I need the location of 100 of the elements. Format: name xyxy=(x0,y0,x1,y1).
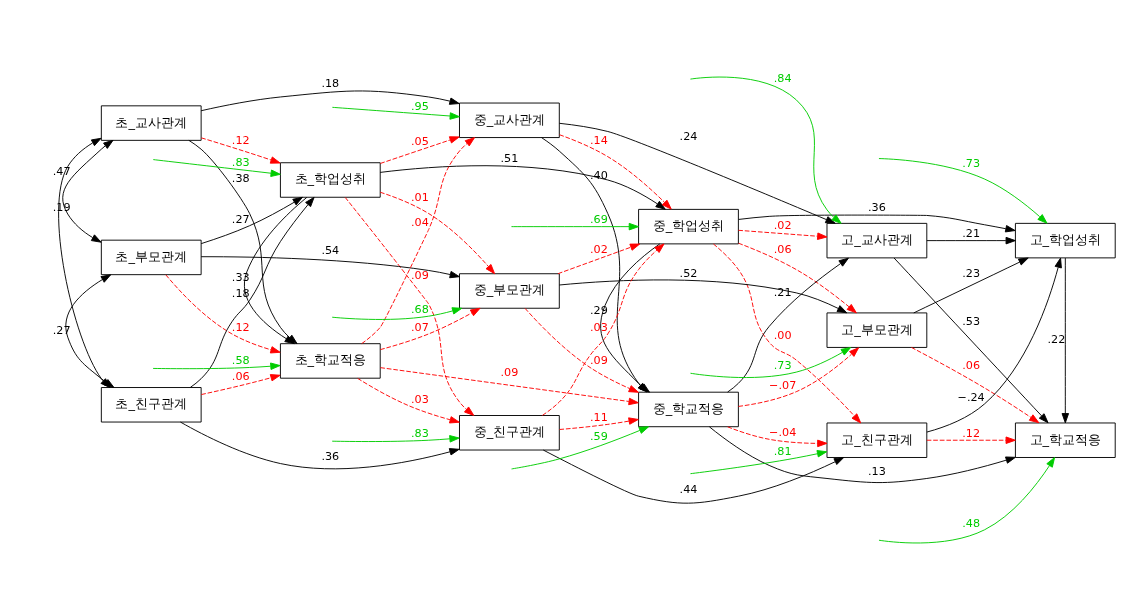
edge-label: −.24 xyxy=(957,390,985,404)
edge-label: .24 xyxy=(679,129,698,143)
edge-label: .09 xyxy=(500,365,519,378)
arrow xyxy=(541,242,665,416)
arrow xyxy=(379,164,666,210)
arrow xyxy=(913,257,1029,313)
arrow xyxy=(357,377,460,423)
edge-label: .29 xyxy=(590,303,608,317)
arrow xyxy=(1061,257,1070,423)
edge-label: .09 xyxy=(410,267,429,281)
edge-label: .69 xyxy=(590,212,608,226)
arrow xyxy=(58,137,111,388)
edge-label: .84 xyxy=(773,71,792,85)
edge-label: .27 xyxy=(52,323,71,337)
arrow xyxy=(712,243,862,423)
arrow xyxy=(878,456,1056,543)
arrow xyxy=(738,242,857,313)
node-box: 고_학교적응 xyxy=(1014,422,1116,458)
edge-label: .14 xyxy=(590,133,608,147)
edge-label: .44 xyxy=(679,482,698,496)
node-box: 중_부모관계 xyxy=(459,272,560,309)
node-box: 초_교사관계 xyxy=(100,104,202,141)
edge-label: .40 xyxy=(590,168,608,182)
node-box: 고_친구관계 xyxy=(826,422,928,458)
edge-label: .68 xyxy=(410,302,429,316)
arrow xyxy=(689,76,842,224)
edge-label: .83 xyxy=(231,155,250,169)
arrow xyxy=(379,307,481,350)
edge-label: .18 xyxy=(231,286,250,300)
edge-label: .23 xyxy=(962,266,980,280)
edge-label: .18 xyxy=(321,76,340,90)
edge-label: .95 xyxy=(410,99,429,113)
edge-label: .52 xyxy=(679,266,698,280)
arrow xyxy=(727,425,828,447)
edge-label: .53 xyxy=(962,314,980,328)
edge-label: .02 xyxy=(590,242,608,256)
arrow xyxy=(926,257,1062,433)
edge-label: .27 xyxy=(231,212,250,226)
arrow xyxy=(200,373,281,395)
edge-label: .21 xyxy=(962,226,980,240)
arrow xyxy=(200,136,281,164)
arrow xyxy=(180,421,460,469)
edge-label: .06 xyxy=(962,358,980,372)
arrow xyxy=(331,306,463,320)
edge-label: .05 xyxy=(410,134,429,148)
edge-label: .33 xyxy=(231,270,250,284)
arrow xyxy=(379,366,639,405)
edge-label: .58 xyxy=(231,353,250,367)
edge-label: .04 xyxy=(410,215,429,229)
edge-label: .38 xyxy=(231,171,250,185)
edge-label: .03 xyxy=(410,392,429,406)
node-box: 초_학교적응 xyxy=(279,342,381,379)
edge-label: .11 xyxy=(590,410,608,424)
edge-label: .06 xyxy=(773,242,792,256)
arrow xyxy=(708,425,1016,483)
arrow xyxy=(558,122,836,224)
arrow xyxy=(542,449,845,504)
arrow xyxy=(893,257,1049,423)
edge-label: .09 xyxy=(590,353,608,367)
arrow xyxy=(690,346,852,378)
arrow xyxy=(165,273,281,353)
arrow xyxy=(511,425,650,469)
arrow xyxy=(62,139,114,243)
edge-label: .83 xyxy=(410,426,429,440)
arrow xyxy=(511,222,639,230)
arrow xyxy=(379,135,460,164)
node-box: 중_친구관계 xyxy=(459,414,560,450)
arrow xyxy=(727,257,849,392)
node-box: 고_학업성취 xyxy=(1014,222,1116,258)
edge-label: .54 xyxy=(321,243,340,257)
arrow xyxy=(152,158,281,177)
node-box: 중_교사관계 xyxy=(459,102,560,138)
edge-label: .22 xyxy=(1047,332,1066,346)
arrow xyxy=(559,133,672,210)
arrow xyxy=(737,346,860,407)
edge-label: .81 xyxy=(773,444,792,458)
edge-label: .12 xyxy=(231,320,250,334)
arrow xyxy=(331,106,460,120)
edge-label: .00 xyxy=(773,328,792,342)
edge-label: −.07 xyxy=(769,378,797,392)
arrow xyxy=(152,362,281,370)
arrow xyxy=(926,436,1016,444)
arrow xyxy=(331,434,460,443)
arrow xyxy=(344,196,475,416)
node-box: 초_친구관계 xyxy=(100,386,202,422)
arrow xyxy=(557,243,641,274)
node-box: 중_학교적응 xyxy=(638,391,739,427)
edge-label: .36 xyxy=(321,449,340,463)
node-box: 고_부모관계 xyxy=(826,311,928,348)
arrow xyxy=(738,214,1016,232)
arrow xyxy=(737,229,828,240)
edge-label: .06 xyxy=(231,369,250,383)
arrow xyxy=(200,196,303,244)
edge-label: .12 xyxy=(962,426,980,440)
edge-label: .01 xyxy=(410,190,429,204)
edge-label: .13 xyxy=(868,464,886,478)
arrow xyxy=(361,136,476,344)
edge-label: .07 xyxy=(410,320,429,334)
node-box: 초_학업성취 xyxy=(279,161,381,198)
arrow xyxy=(559,416,639,430)
